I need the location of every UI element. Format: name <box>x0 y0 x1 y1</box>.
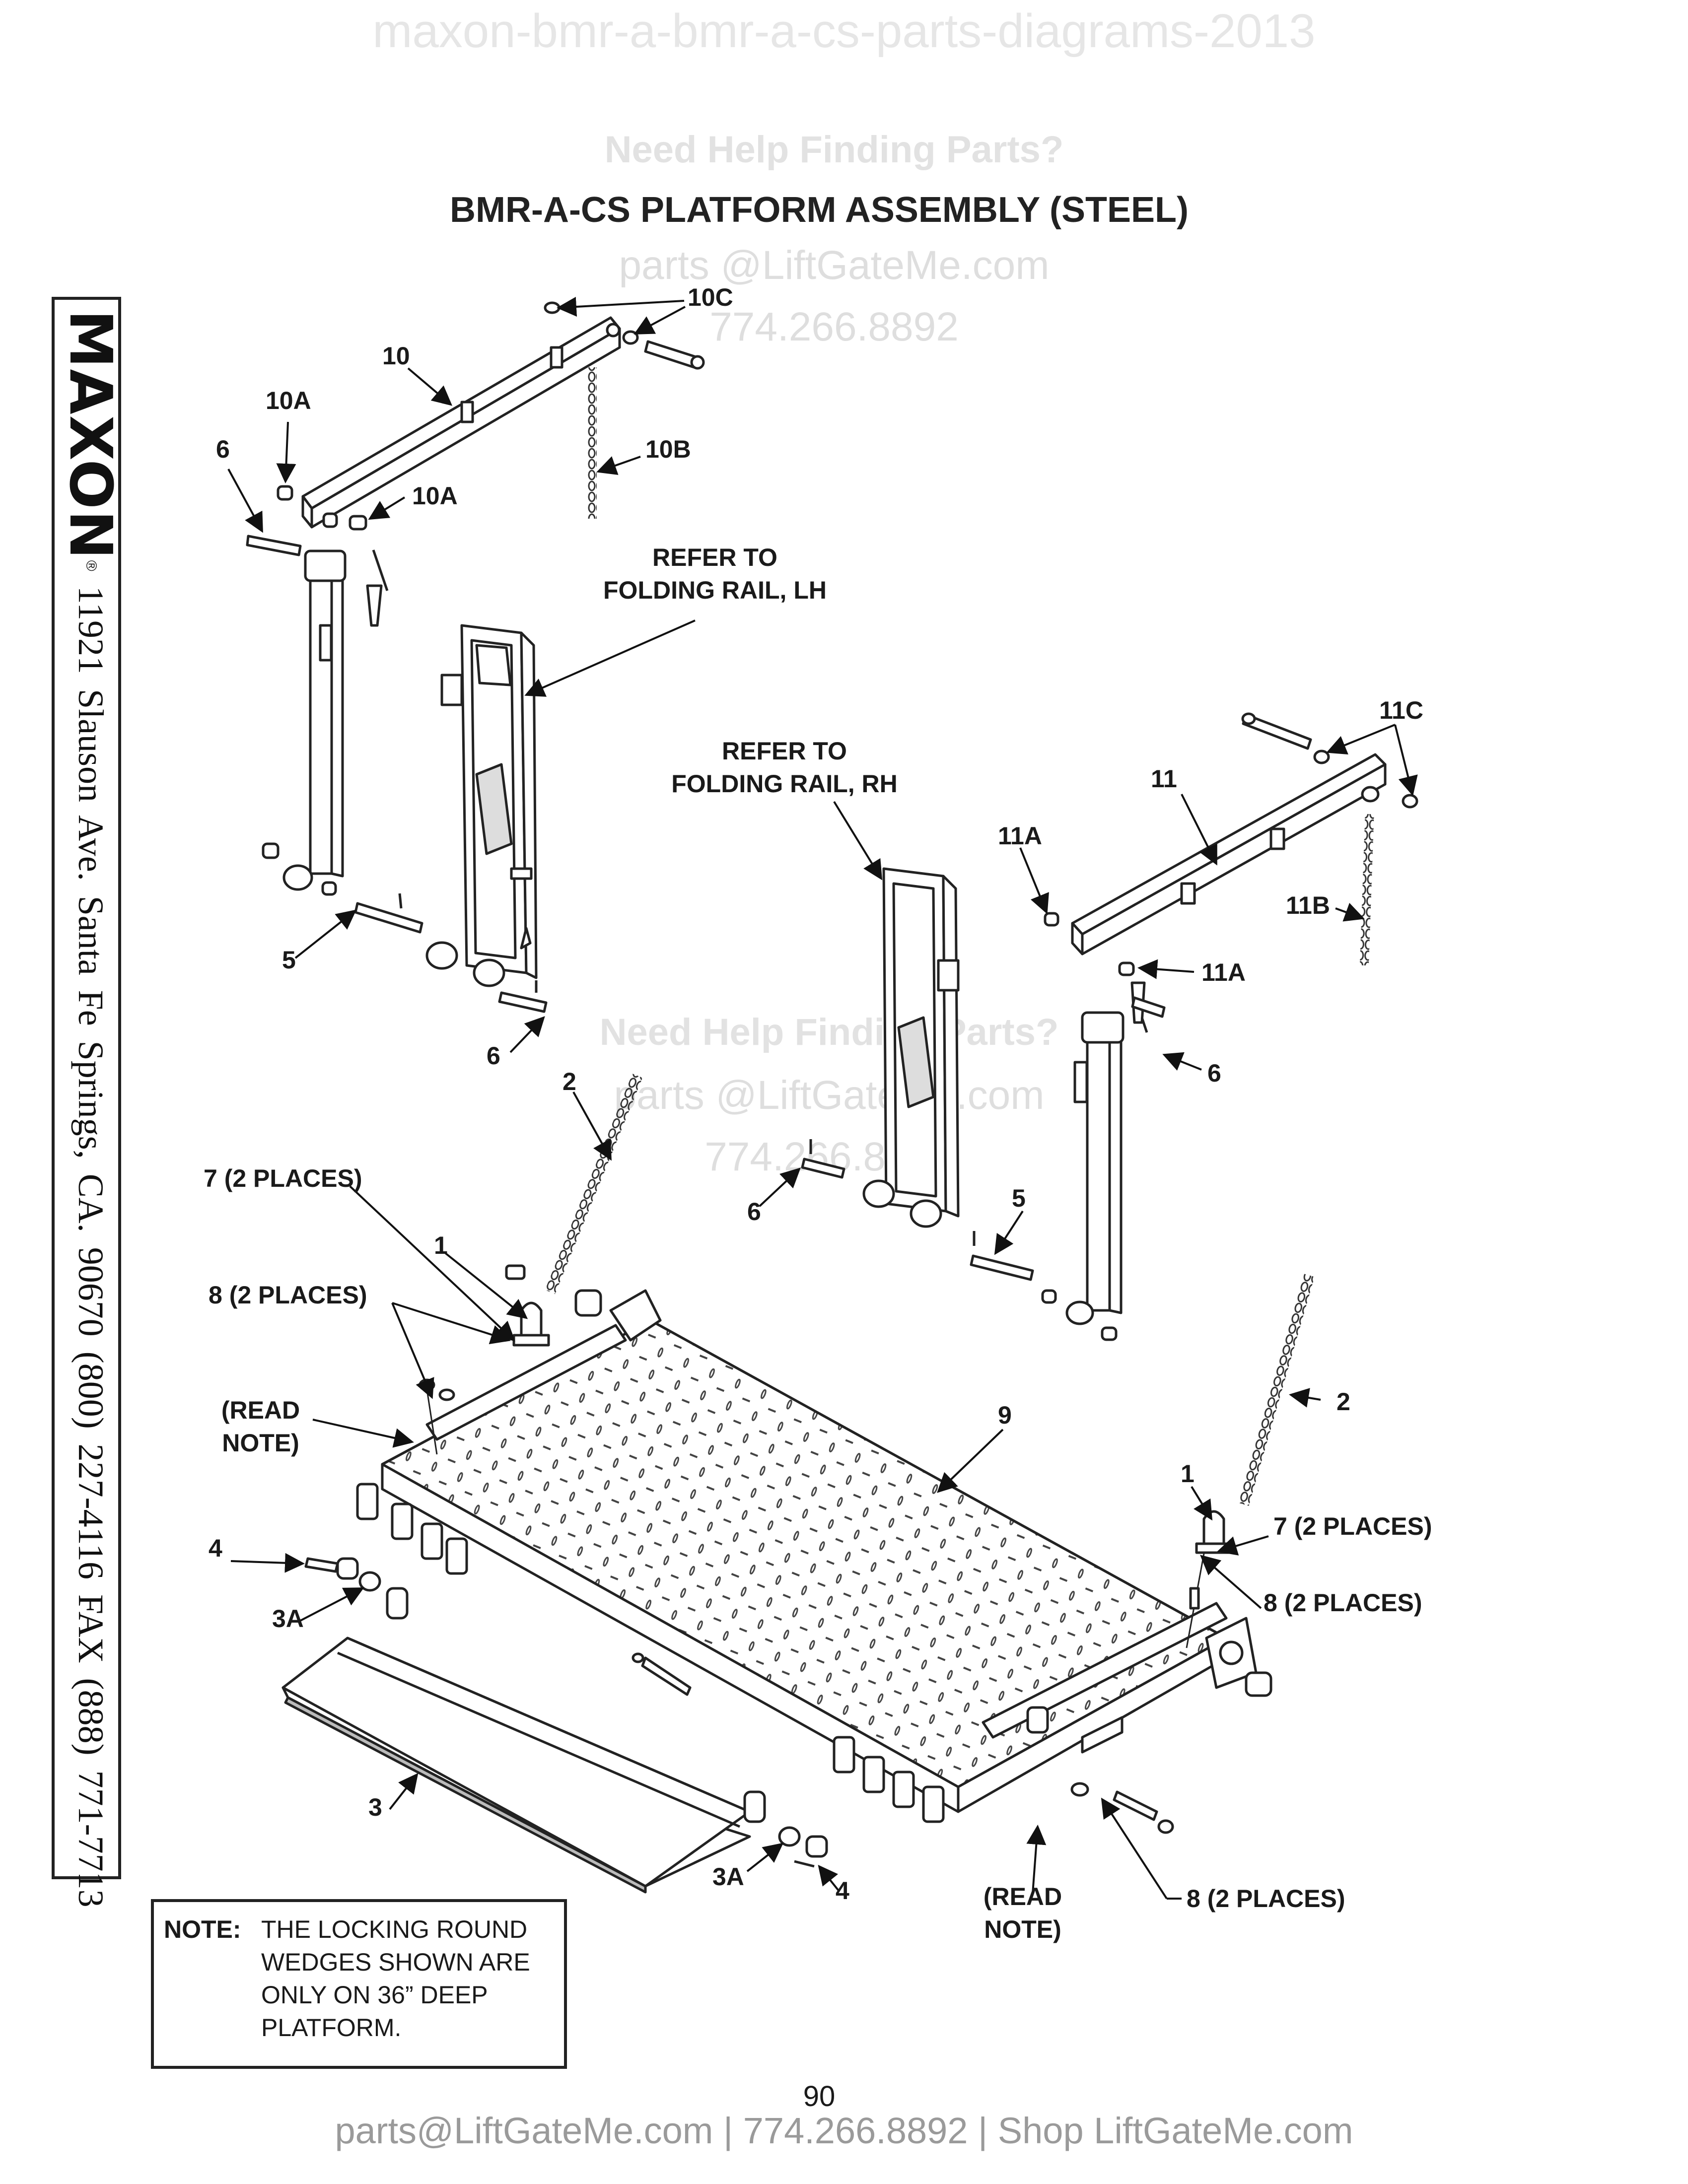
part-10C-washers-pin <box>544 301 705 370</box>
callout-6-top: 6 <box>216 435 230 463</box>
bar-10 <box>301 316 621 529</box>
watermark-help-mid: Need Help Finding Parts? <box>599 1011 1059 1053</box>
callout-2-right: 2 <box>1336 1388 1350 1416</box>
callout-4-right: 4 <box>836 1877 849 1905</box>
callout-7-right: 7 (2 PLACES) <box>1273 1512 1432 1540</box>
callout-9: 9 <box>998 1401 1012 1429</box>
callout-refer-folding-rail-rh: REFER TO FOLDING RAIL, RH <box>671 737 898 798</box>
right-post <box>1073 981 1146 1314</box>
callout-10A-top: 10A <box>266 387 311 414</box>
pin-5-right <box>801 1139 1118 1341</box>
watermark-email-top: parts @LiftGateMe.com <box>619 243 1050 288</box>
note-line-2: WEDGES SHOWN ARE <box>261 1948 530 1976</box>
callout-1-right: 1 <box>1181 1460 1195 1488</box>
pin-6-top <box>246 535 389 627</box>
callout-8-left: 8 (2 PLACES) <box>209 1281 367 1309</box>
watermark-top: maxon-bmr-a-bmr-a-cs-parts-diagrams-2013 <box>372 4 1316 58</box>
footer-contact: parts@LiftGateMe.com | 774.266.8892 | Sh… <box>335 2110 1353 2151</box>
callout-refer-folding-rail-lh: REFER TO FOLDING RAIL, LH <box>603 544 827 604</box>
callout-5-left: 5 <box>282 946 296 974</box>
pin-5-left <box>262 842 423 934</box>
callout-11C: 11C <box>1379 696 1423 724</box>
folding-rail-lh <box>425 624 538 987</box>
pin-6-mid <box>498 980 548 1013</box>
page-number: 90 <box>803 2080 836 2113</box>
note-box: NOTE: THE LOCKING ROUND WEDGES SHOWN ARE… <box>151 1899 567 2069</box>
callout-10B: 10B <box>645 435 691 463</box>
bar-11 <box>1071 753 1387 956</box>
watermark-email-mid: parts @LiftGateMe.com <box>614 1073 1045 1118</box>
flipover-3 <box>281 1587 766 1894</box>
note-line-1: THE LOCKING ROUND <box>261 1915 528 1943</box>
page-title: BMR-A-CS PLATFORM ASSEMBLY (STEEL) <box>450 190 1189 230</box>
note-heading: NOTE: <box>164 1915 241 1943</box>
callout-8-right: 8 (2 PLACES) <box>1264 1589 1422 1617</box>
callout-6-mid: 6 <box>487 1042 500 1070</box>
part-11A-11C-pins <box>1044 712 1418 976</box>
chain-10B <box>588 367 597 519</box>
callout-3: 3 <box>368 1793 382 1821</box>
callout-read-note-right: (READ NOTE) <box>983 1883 1062 1943</box>
callout-1-left: 1 <box>434 1231 448 1259</box>
pins-4-bushings-3A <box>304 1557 828 1868</box>
callout-10C: 10C <box>688 283 733 311</box>
chain-2-right <box>1238 1274 1315 1506</box>
callout-6-lower: 6 <box>747 1198 761 1226</box>
note-line-4: PLATFORM. <box>261 2014 402 2042</box>
callout-read-note-left: (READ NOTE) <box>221 1396 300 1457</box>
callout-2-left: 2 <box>563 1068 576 1095</box>
callout-5-right: 5 <box>1012 1184 1026 1212</box>
bolts-8-bottom <box>632 1652 1174 1834</box>
callout-7-left: 7 (2 PLACES) <box>204 1164 362 1192</box>
note-line-3: ONLY ON 36” DEEP <box>261 1981 488 2009</box>
callout-10A-mid: 10A <box>412 482 458 510</box>
callout-8-bottom: 8 (2 PLACES) <box>1187 1885 1345 1912</box>
pin-6-right <box>1131 996 1166 1033</box>
chain-11B <box>1359 814 1374 966</box>
platform-9 <box>356 1289 1272 1823</box>
part-10A-bushings <box>277 485 367 531</box>
callout-3A-right: 3A <box>712 1863 744 1891</box>
callout-4-left: 4 <box>209 1534 222 1562</box>
callout-11B: 11B <box>1286 891 1330 919</box>
watermark-help-top: Need Help Finding Parts? <box>604 129 1064 171</box>
callout-11A-right: 11A <box>1201 958 1246 986</box>
chain-2-left <box>545 1073 643 1295</box>
callout-10: 10 <box>382 342 410 370</box>
folding-rail-rh <box>862 867 960 1228</box>
callout-3A-left: 3A <box>272 1605 304 1633</box>
callout-6-right: 6 <box>1207 1059 1221 1087</box>
watermark-phone-top: 774.266.8892 <box>709 304 959 349</box>
callout-11A-left: 11A <box>998 822 1042 850</box>
sidebar-box: MAXON ® 11921 Slauson Ave. Santa Fe Spri… <box>52 297 125 1908</box>
left-post <box>304 549 347 878</box>
callout-11: 11 <box>1151 765 1177 793</box>
